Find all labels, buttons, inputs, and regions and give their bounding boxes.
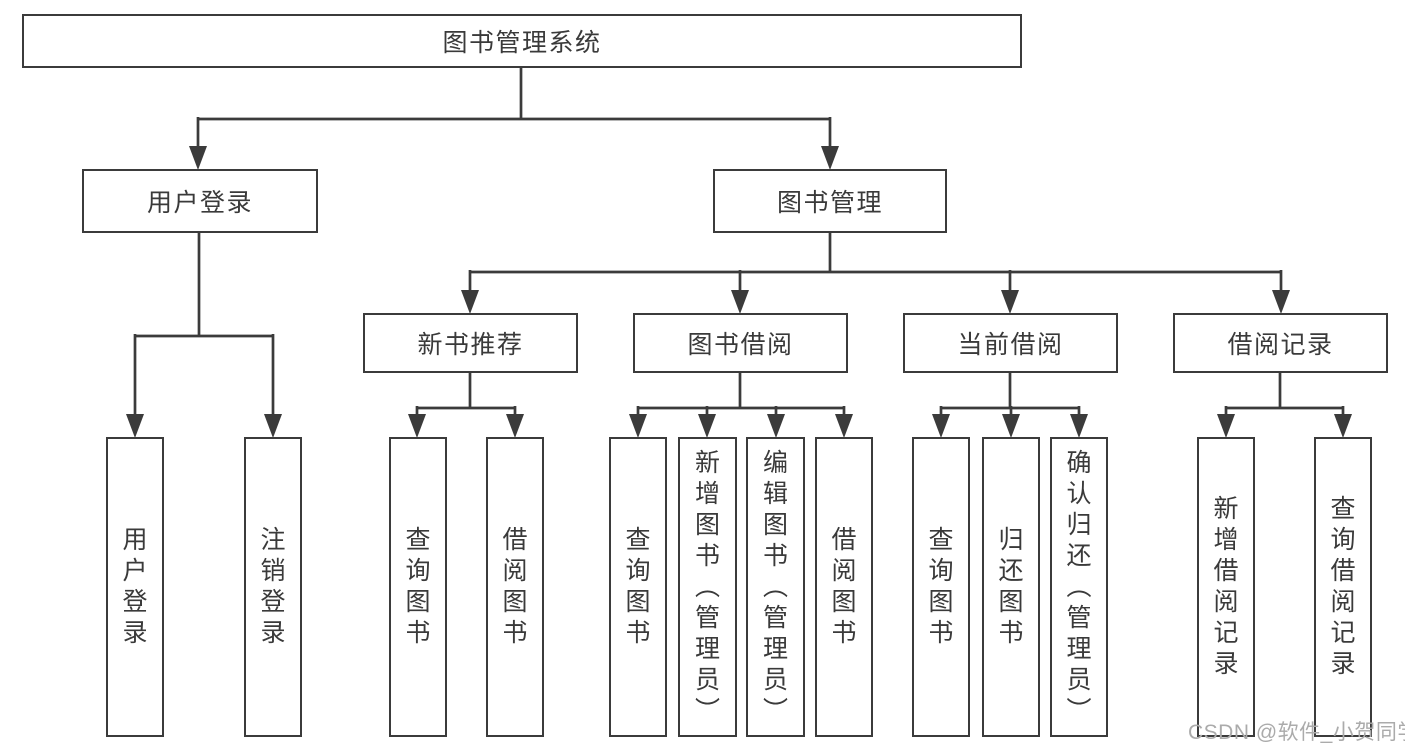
leaf-confirm-return-admin: 确认归还︵管理员︶	[1050, 437, 1108, 737]
node-user-login: 用户登录	[82, 169, 318, 233]
leaf-add-books-admin: 新增图书︵管理员︶	[678, 437, 737, 737]
node-book-borrow: 图书借阅	[633, 313, 848, 373]
leaf-borrow-query-books: 查询图书	[609, 437, 667, 737]
leaf-logout: 注销登录	[244, 437, 302, 737]
leaf-user-login: 用户登录	[106, 437, 164, 737]
leaf-add-borrow-record: 新增借阅记录	[1197, 437, 1255, 737]
node-borrow-records: 借阅记录	[1173, 313, 1388, 373]
leaf-edit-books-admin: 编辑图书︵管理员︶	[746, 437, 805, 737]
leaf-query-borrow-record: 查询借阅记录	[1314, 437, 1372, 737]
leaf-return-books: 归还图书	[982, 437, 1040, 737]
node-new-book-recommend: 新书推荐	[363, 313, 578, 373]
node-root: 图书管理系统	[22, 14, 1022, 68]
node-book-management: 图书管理	[713, 169, 947, 233]
leaf-current-query-books: 查询图书	[912, 437, 970, 737]
leaf-recommend-query-books: 查询图书	[389, 437, 447, 737]
watermark: CSDN @软件_小贺同学	[1188, 721, 1405, 744]
node-current-borrow: 当前借阅	[903, 313, 1118, 373]
leaf-borrow-books: 借阅图书	[815, 437, 873, 737]
leaf-recommend-borrow-books: 借阅图书	[486, 437, 544, 737]
